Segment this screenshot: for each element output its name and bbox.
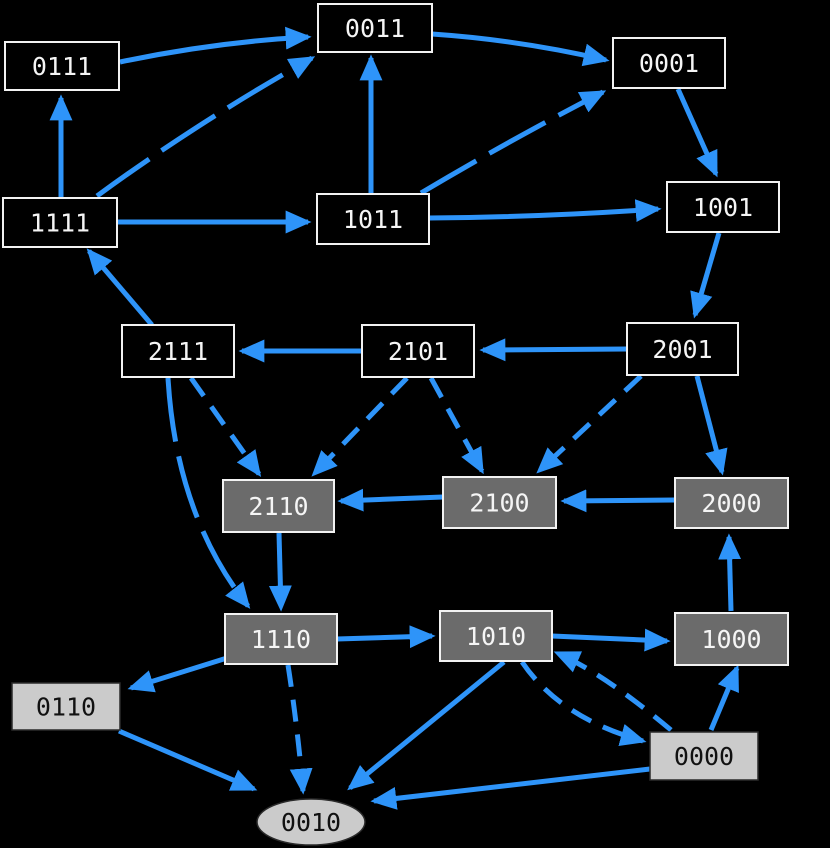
node-label: 2101	[388, 337, 448, 366]
node-shape	[626, 322, 739, 376]
edge-1010-0010	[347, 660, 506, 791]
edge-2001-2000	[694, 375, 728, 476]
node-shape	[674, 477, 789, 529]
node-2100: 2100	[442, 476, 557, 529]
edge-2111-2110	[188, 376, 262, 477]
node-shape	[612, 37, 726, 89]
node-shape	[4, 41, 120, 91]
node-shape	[317, 3, 433, 53]
node-label: 2001	[652, 335, 712, 364]
node-label: 1011	[343, 205, 403, 234]
node-2110: 2110	[222, 479, 335, 533]
nodes-layer: 0011 0111 0001 1111 1011 1001 2111 2101 2001 2110…	[2, 3, 789, 846]
node-label: 1111	[30, 209, 90, 238]
edge-2111-1111	[86, 248, 154, 327]
node-shape	[224, 613, 338, 665]
edge-2101-2100	[428, 376, 485, 475]
edge-1001-2001	[690, 232, 722, 319]
node-shape	[361, 324, 475, 378]
node-0110: 0110	[11, 682, 121, 731]
node-shape	[11, 682, 121, 731]
edges-layer	[49, 26, 742, 810]
node-label: 2111	[148, 337, 208, 366]
node-shape	[439, 610, 553, 662]
edge-0000-0010	[370, 766, 651, 810]
edge-1010-1000	[551, 628, 671, 652]
node-label: 1001	[693, 193, 753, 222]
node-1010: 1010	[439, 610, 553, 662]
edge-0011-0001	[431, 31, 610, 67]
edge-2100-2110	[337, 488, 444, 512]
node-0111: 0111	[4, 41, 120, 91]
edge-0000-1010	[553, 650, 673, 732]
node-2111: 2111	[121, 324, 235, 378]
edge-0110-0010	[118, 728, 258, 792]
edge-1111-0011	[95, 55, 316, 199]
edge-1110-0010	[285, 664, 313, 795]
edge-1011-0001	[419, 89, 607, 196]
node-2000: 2000	[674, 477, 789, 529]
edge-0000-1000	[708, 664, 740, 731]
node-1011: 1011	[316, 193, 430, 245]
node-shape	[649, 731, 759, 781]
edge-1110-1010	[336, 625, 436, 649]
node-label: 0110	[36, 693, 96, 722]
node-2101: 2101	[361, 324, 475, 378]
node-shape	[256, 798, 366, 846]
edge-1110-0110	[127, 655, 228, 693]
node-label: 2110	[248, 492, 308, 521]
node-shape	[316, 193, 430, 245]
node-label: 0011	[345, 14, 405, 43]
edge-1000-2000	[718, 533, 742, 612]
node-shape	[2, 197, 118, 248]
edge-2110-1110	[268, 532, 292, 612]
node-label: 1110	[251, 625, 311, 654]
node-shape	[674, 612, 789, 666]
node-1111: 1111	[2, 197, 118, 248]
edge-2001-2100	[536, 374, 643, 474]
node-1110: 1110	[224, 613, 338, 665]
edge-1011-1001	[428, 199, 662, 222]
node-0001: 0001	[612, 37, 726, 89]
node-shape	[222, 479, 335, 533]
node-0000: 0000	[649, 731, 759, 781]
node-label: 1000	[701, 625, 761, 654]
node-label: 0001	[639, 49, 699, 78]
edge-2101-2110	[311, 376, 409, 477]
edge-0111-0011	[119, 26, 312, 65]
node-shape	[442, 476, 557, 529]
node-0011: 0011	[317, 3, 433, 53]
edge-2000-2100	[560, 489, 676, 513]
node-label: 1010	[466, 622, 526, 651]
edge-0001-1001	[675, 87, 719, 178]
node-0010: 0010	[256, 798, 366, 846]
node-shape	[121, 324, 235, 378]
node-shape	[666, 181, 780, 233]
node-label: 2100	[469, 489, 529, 518]
edge-1010-0000	[519, 660, 647, 747]
node-label: 2000	[701, 489, 761, 518]
node-label: 0000	[674, 742, 734, 771]
node-2001: 2001	[626, 322, 739, 376]
node-1001: 1001	[666, 181, 780, 233]
edge-2111-1110	[165, 377, 251, 609]
node-label: 0111	[32, 52, 92, 81]
node-label: 0010	[281, 808, 341, 837]
edge-2001-2101	[479, 338, 628, 362]
node-1000: 1000	[674, 612, 789, 666]
